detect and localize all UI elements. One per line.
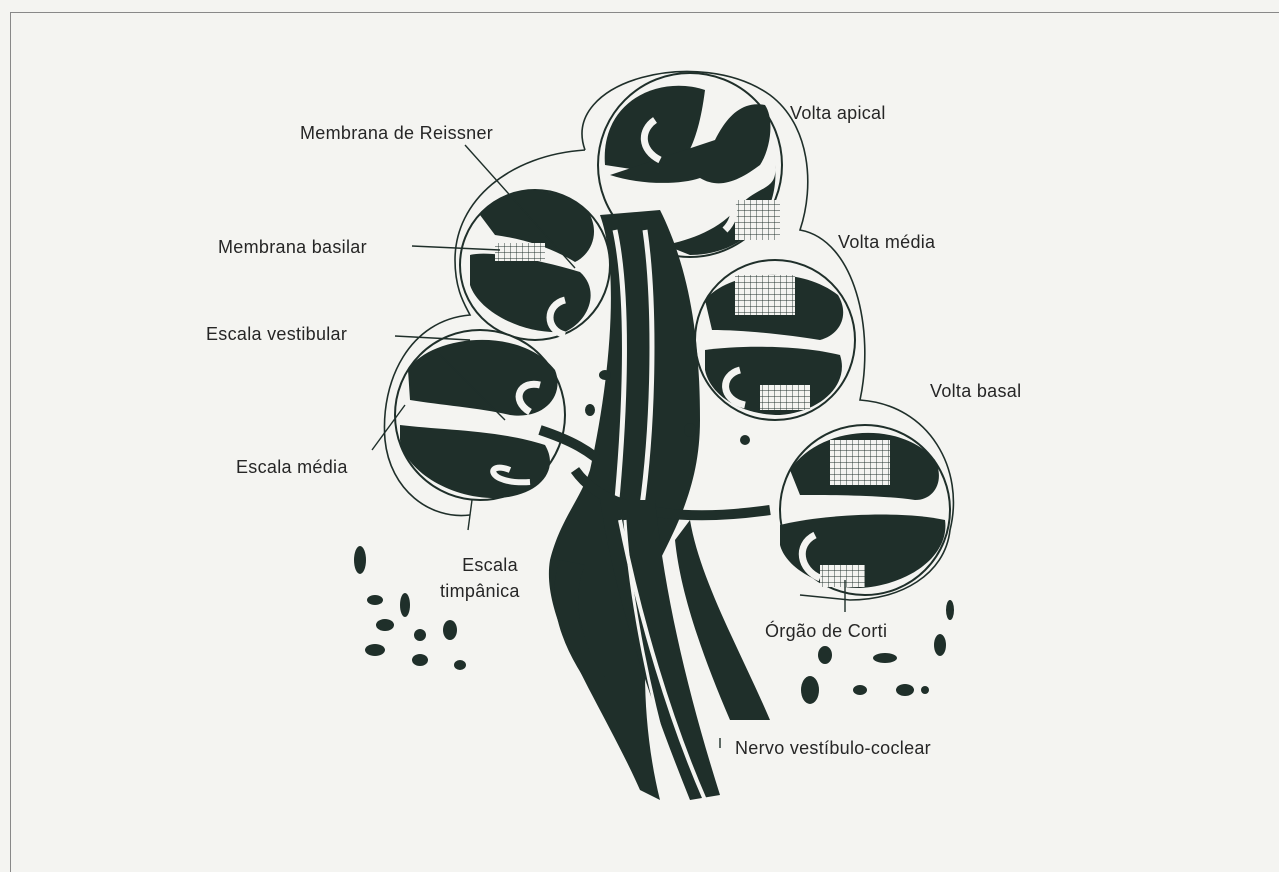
label-volta-apical: Volta apical (790, 102, 886, 124)
label-volta-media: Volta média (838, 231, 935, 253)
label-volta-basal: Volta basal (930, 380, 1021, 402)
label-escala-media: Escala média (236, 456, 348, 478)
volta-media-section (695, 260, 855, 420)
label-orgao-corti: Órgão de Corti (765, 620, 887, 642)
upper-left-turn-section (460, 190, 610, 340)
label-nervo-vestibulo-coclear: Nervo vestíbulo-coclear (735, 737, 931, 759)
label-escala-timpanica-line2: timpânica (440, 580, 520, 602)
label-membrana-basilar: Membrana basilar (218, 236, 367, 258)
lower-left-turn-section (395, 330, 565, 500)
volta-basal-section (780, 425, 950, 595)
label-membrana-reissner: Membrana de Reissner (300, 122, 493, 144)
label-escala-vestibular: Escala vestibular (206, 323, 347, 345)
label-escala-timpanica-line1: Escala (455, 554, 525, 576)
